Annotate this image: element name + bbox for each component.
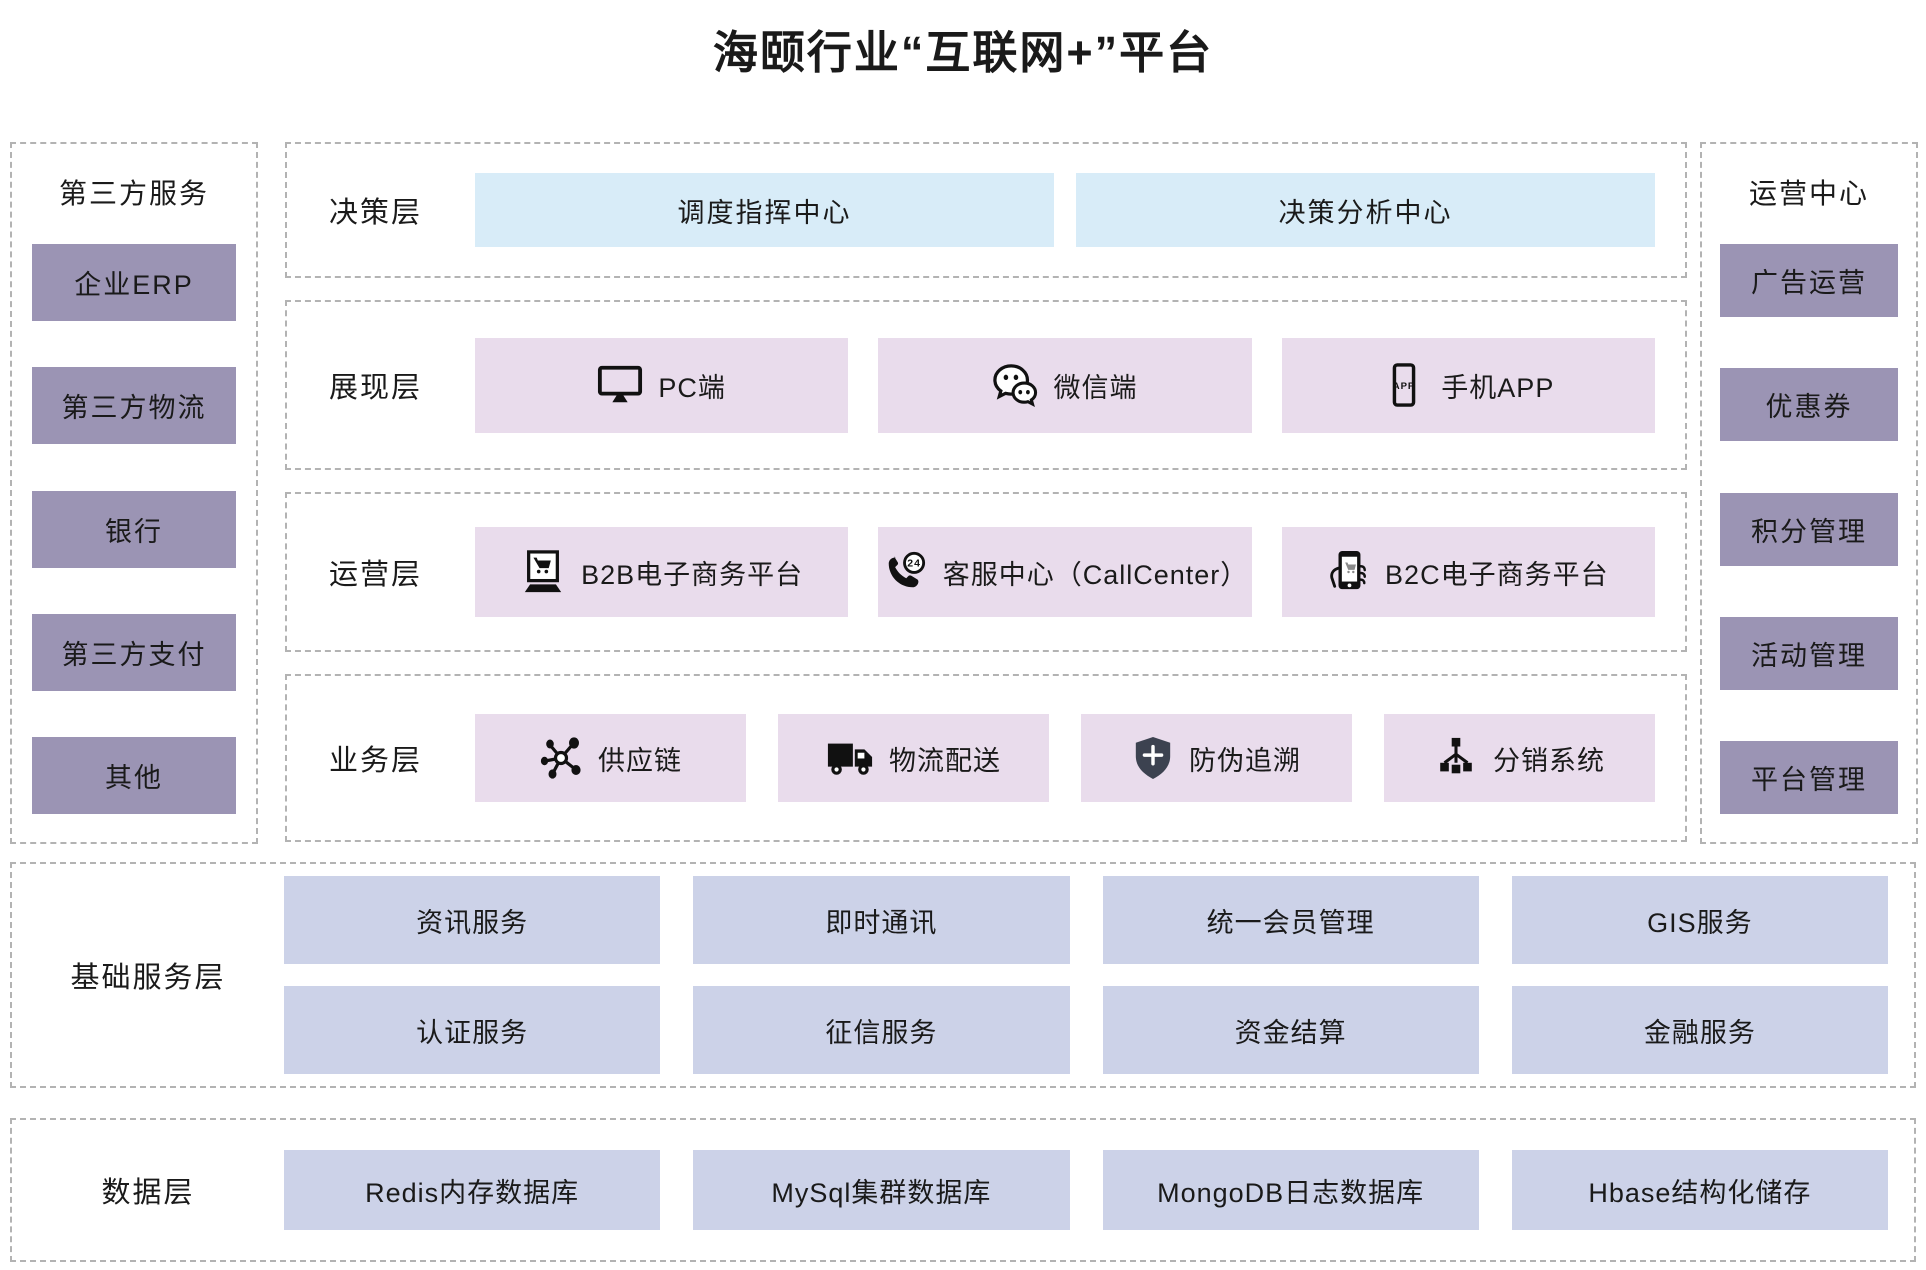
operation-layer-boxes: B2B电子商务平台 24 客服中心（CallCenter） [475, 527, 1655, 617]
data-layer-row: Redis内存数据库 MySql集群数据库 MongoDB日志数据库 Hbase… [284, 1150, 1888, 1230]
third-party-items: 企业ERP 第三方物流 银行 第三方支付 其他 [12, 240, 256, 842]
decision-layer-label: 决策层 [329, 197, 423, 229]
decision-box: 调度指挥中心 [475, 173, 1054, 247]
presentation-layer-row: 展现层 PC端 [285, 300, 1687, 470]
operation-center-panel: 运营中心 广告运营 优惠券 积分管理 活动管理 平台管理 [1700, 142, 1918, 844]
presentation-layer-label: 展现层 [329, 372, 423, 404]
hand-phone-icon [1328, 549, 1370, 595]
anti-fake-label: 防伪追溯 [1189, 745, 1301, 776]
data-layer-label: 数据层 [101, 1177, 195, 1209]
supply-chain-box: 供应链 [475, 714, 746, 802]
service-box: 统一会员管理 [1102, 876, 1479, 964]
operation-center-item: 广告运营 [1720, 244, 1898, 317]
operation-center-item: 优惠券 [1720, 368, 1898, 442]
service-box: 即时通讯 [693, 876, 1070, 964]
business-layer-label: 业务层 [329, 745, 423, 777]
truck-icon [826, 737, 874, 779]
base-services-row-1: 资讯服务 即时通讯 统一会员管理 GIS服务 [284, 876, 1888, 964]
service-box: 征信服务 [693, 986, 1070, 1074]
b2b-platform-label: B2B电子商务平台 [581, 559, 804, 590]
decision-box: 决策分析中心 [1076, 173, 1655, 247]
distribution-box: 分销系统 [1384, 714, 1655, 802]
database-box: MySql集群数据库 [693, 1150, 1070, 1230]
third-party-item: 第三方物流 [32, 367, 236, 445]
wechat-client-box: 微信端 [878, 337, 1252, 433]
distribution-icon [1434, 736, 1478, 780]
third-party-item: 其他 [32, 737, 236, 814]
operation-center-panel-title: 运营中心 [1748, 178, 1869, 209]
data-layer-grid: Redis内存数据库 MySql集群数据库 MongoDB日志数据库 Hbase… [284, 1150, 1888, 1230]
b2b-platform-box: B2B电子商务平台 [475, 527, 849, 617]
third-party-panel-title: 第三方服务 [58, 178, 209, 209]
decision-layer-row: 决策层 调度指挥中心 决策分析中心 [285, 142, 1687, 278]
business-layer-boxes: 供应链 物流配送 [475, 714, 1655, 802]
callcenter-box: 24 客服中心（CallCenter） [878, 527, 1252, 617]
monitor-icon [597, 364, 643, 406]
database-box: Redis内存数据库 [284, 1150, 661, 1230]
pc-client-box: PC端 [475, 337, 849, 433]
distribution-label: 分销系统 [1493, 745, 1605, 776]
svg-text:24: 24 [907, 558, 921, 570]
third-party-item: 银行 [32, 490, 236, 568]
callcenter-label: 客服中心（CallCenter） [942, 559, 1249, 590]
operation-center-items: 广告运营 优惠券 积分管理 活动管理 平台管理 [1702, 240, 1916, 842]
database-box: MongoDB日志数据库 [1102, 1150, 1479, 1230]
b2c-platform-box: B2C电子商务平台 [1281, 527, 1655, 617]
logistics-label: 物流配送 [889, 745, 1001, 776]
base-services-grid: 资讯服务 即时通讯 统一会员管理 GIS服务 认证服务 征信服务 资金结算 金融… [284, 876, 1888, 1074]
page-title: 海颐行业“互联网+”平台 [712, 27, 1214, 78]
third-party-item: 企业ERP [32, 244, 236, 321]
logistics-box: 物流配送 [778, 714, 1049, 802]
operation-center-item: 积分管理 [1720, 492, 1898, 566]
business-layer-row: 业务层 供应链 [285, 674, 1687, 842]
base-services-row-2: 认证服务 征信服务 资金结算 金融服务 [284, 986, 1888, 1074]
wechat-icon [992, 363, 1038, 407]
callcenter-24-icon: 24 [882, 550, 928, 594]
operation-center-item: 活动管理 [1720, 616, 1898, 690]
service-box: 资金结算 [1102, 986, 1479, 1074]
operation-layer-row: 运营层 B2B电子商务平台 [285, 492, 1687, 652]
mobile-app-label: 手机APP [1441, 372, 1555, 403]
presentation-layer-boxes: PC端 微信端 [475, 337, 1655, 433]
database-box: Hbase结构化储存 [1511, 1150, 1888, 1230]
b2c-platform-label: B2C电子商务平台 [1385, 559, 1609, 590]
base-services-panel: 基础服务层 资讯服务 即时通讯 统一会员管理 GIS服务 认证服务 征信服务 资… [10, 862, 1916, 1088]
svg-text:APP: APP [1393, 381, 1416, 392]
anti-fake-box: 防伪追溯 [1081, 714, 1352, 802]
service-box: 资讯服务 [284, 876, 661, 964]
wechat-client-label: 微信端 [1053, 372, 1138, 403]
mobile-app-box: APP 手机APP [1281, 337, 1655, 433]
laptop-cart-icon [520, 550, 566, 594]
service-box: GIS服务 [1511, 876, 1888, 964]
mobile-app-icon: APP [1382, 362, 1426, 408]
supply-chain-label: 供应链 [598, 745, 682, 776]
operation-center-item: 平台管理 [1720, 741, 1898, 814]
supply-chain-icon [539, 736, 583, 780]
third-party-item: 第三方支付 [32, 613, 236, 691]
data-layer-panel: 数据层 Redis内存数据库 MySql集群数据库 MongoDB日志数据库 H… [10, 1118, 1916, 1262]
service-box: 认证服务 [284, 986, 661, 1074]
operation-layer-label: 运营层 [329, 559, 423, 591]
pc-client-label: PC端 [658, 372, 726, 403]
decision-layer-boxes: 调度指挥中心 决策分析中心 [475, 173, 1655, 247]
service-box: 金融服务 [1511, 986, 1888, 1074]
shield-icon [1132, 735, 1174, 781]
base-services-label: 基础服务层 [70, 962, 226, 994]
third-party-panel: 第三方服务 企业ERP 第三方物流 银行 第三方支付 其他 [10, 142, 258, 844]
